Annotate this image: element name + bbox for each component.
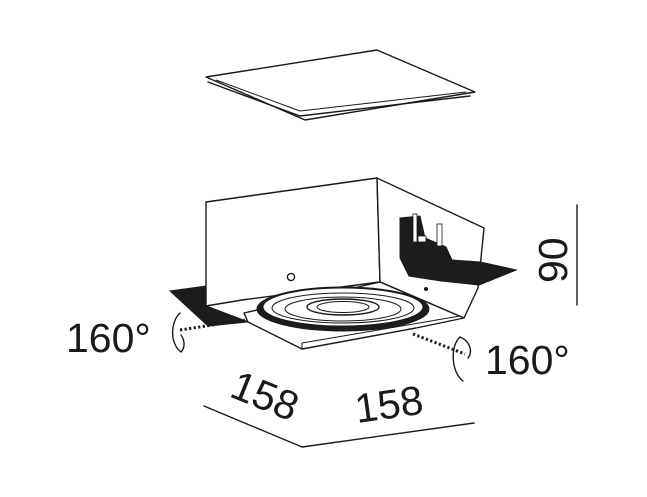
left-angle-label: 160°	[66, 315, 151, 361]
left-tilt-indicator	[171, 312, 246, 353]
lamp-ring	[256, 286, 430, 332]
width-dimension-lines	[203, 405, 475, 448]
right-width-label: 158	[352, 377, 426, 432]
right-tilt-indicator	[412, 332, 472, 382]
cover-plate	[205, 49, 476, 121]
housing-box	[205, 177, 518, 319]
right-angle-label: 160°	[485, 337, 570, 383]
height-dimension-label: 90	[530, 237, 576, 283]
